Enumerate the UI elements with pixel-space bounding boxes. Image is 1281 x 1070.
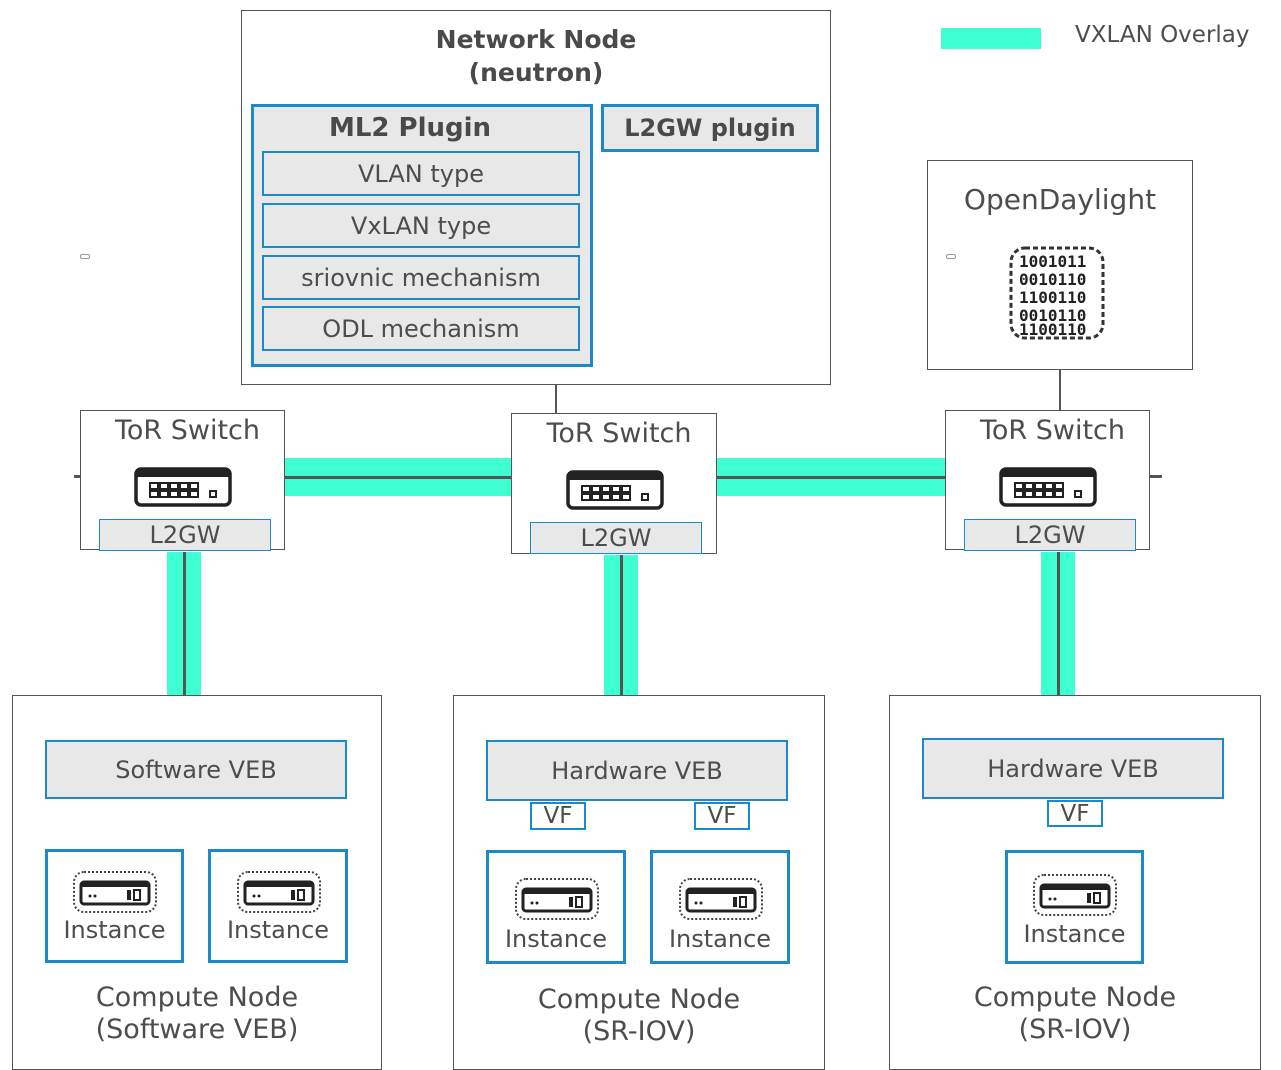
svg-text:0010110: 0010110	[1019, 270, 1086, 289]
instance: Instance	[1005, 850, 1144, 964]
server-icon	[514, 877, 600, 925]
decorative-mark	[946, 254, 956, 259]
software-veb: Software VEB	[45, 740, 347, 799]
opendaylight-controller: OpenDaylight 1001011 0010110 1100110 001…	[927, 160, 1193, 370]
legend-swatch	[941, 28, 1041, 49]
tor-switch-title: ToR Switch	[114, 415, 261, 446]
tor-switch-right: ToR Switch L2GW	[945, 410, 1150, 551]
tunnel-end-line	[1148, 475, 1162, 478]
instance-label: Instance	[226, 916, 330, 944]
tunnel-core-line	[183, 552, 186, 740]
network-switch-icon	[566, 470, 664, 514]
tunnel-core-line	[1057, 552, 1060, 738]
ml2-plugin-title: ML2 Plugin	[328, 113, 492, 143]
instance: Instance	[208, 849, 348, 963]
network-switch-icon	[999, 467, 1097, 511]
ml2-item-odl-mechanism: ODL mechanism	[262, 306, 580, 351]
opendaylight-title: OpenDaylight	[963, 183, 1157, 216]
svg-text:1001011: 1001011	[1019, 252, 1086, 271]
l2gw-plugin: L2GW plugin	[601, 104, 819, 152]
tor-switch-title: ToR Switch	[546, 418, 692, 449]
l2gw-label: L2GW	[964, 519, 1136, 551]
hardware-veb: Hardware VEB	[922, 738, 1224, 799]
tor-switch-title: ToR Switch	[979, 415, 1126, 446]
instance: Instance	[45, 849, 184, 963]
tunnel-end-line	[74, 475, 82, 478]
network-node-title: Network Node (neutron)	[435, 25, 637, 87]
svg-text:0010110: 0010110	[1019, 306, 1086, 325]
tunnel-core-line	[620, 555, 623, 740]
server-icon	[678, 877, 764, 925]
vf-label: VF	[694, 802, 750, 830]
server-icon	[1032, 873, 1118, 921]
compute-node-label: Compute Node (SR-IOV)	[537, 984, 741, 1047]
instance: Instance	[650, 850, 790, 964]
tunnel-core-line	[284, 476, 512, 479]
vf-label: VF	[1047, 800, 1103, 827]
instance-label: Instance	[63, 916, 166, 944]
instance: Instance	[486, 850, 626, 964]
server-icon	[72, 870, 158, 918]
l2gw-label: L2GW	[530, 522, 702, 554]
tunnel-core-line	[716, 476, 946, 479]
tor-switch-middle: ToR Switch L2GW	[511, 413, 717, 554]
decorative-mark	[80, 254, 90, 259]
instance-label: Instance	[1023, 920, 1126, 948]
network-switch-icon	[134, 467, 232, 511]
compute-node-label: Compute Node (SR-IOV)	[973, 982, 1177, 1045]
svg-text:1100110: 1100110	[1019, 288, 1086, 307]
server-icon	[236, 870, 322, 918]
svg-text:1100110: 1100110	[1019, 320, 1086, 339]
compute-node-label: Compute Node (Software VEB)	[95, 982, 299, 1045]
ml2-item-sriovnic-mechanism: sriovnic mechanism	[262, 255, 580, 300]
legend-label: VXLAN Overlay	[1075, 22, 1250, 48]
ml2-item-vxlan-type: VxLAN type	[262, 203, 580, 248]
l2gw-label: L2GW	[99, 519, 271, 551]
instance-label: Instance	[668, 925, 772, 953]
ml2-item-vlan-type: VLAN type	[262, 151, 580, 196]
hardware-veb: Hardware VEB	[486, 740, 788, 801]
vf-label: VF	[530, 802, 586, 830]
instance-label: Instance	[504, 925, 608, 953]
binary-code-icon: 1001011 0010110 1100110 0010110 1100110	[1007, 245, 1107, 341]
tor-switch-left: ToR Switch L2GW	[80, 410, 285, 551]
